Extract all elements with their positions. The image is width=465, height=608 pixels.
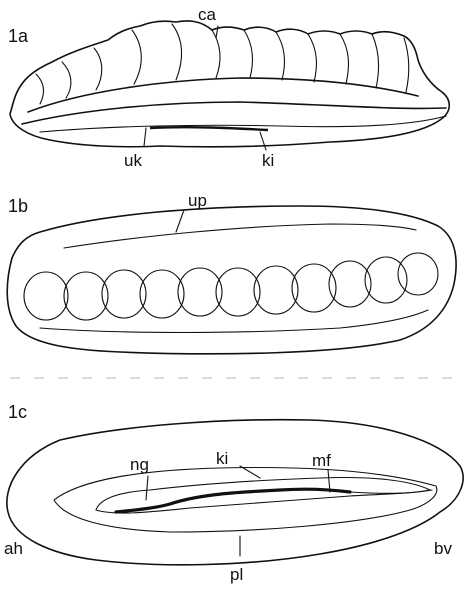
figure-1c: 1c ng ki mf ah bv pl [4,402,463,584]
figure-1a-tag: 1a [8,26,29,46]
fig1a-segment-8 [276,32,284,80]
figure-1a: 1a ca uk ki [8,5,449,170]
figure-1b-tag: 1b [8,196,28,216]
fig1a-segment-10 [340,34,348,84]
fig1c-label-pl: pl [230,565,243,584]
fig1c-leader-ng [146,476,148,500]
fig1b-upper-line [64,224,416,248]
fig1b-label-up: up [188,191,207,210]
fig1c-keel-line [350,490,432,493]
fig1a-label-ki: ki [262,151,274,170]
fig1a-segment-1 [36,74,43,104]
fig1b-segment-row [24,253,438,320]
fig1b-segment [64,272,108,320]
figure-1c-tag: 1c [8,402,27,422]
fig1a-keel [150,127,268,130]
fig1a-segment-3 [94,48,102,90]
fig1b-segment [216,268,260,316]
fig1b-segment [102,270,146,318]
fig1a-segment-7 [244,30,252,78]
fig1a-segment-11 [372,34,379,88]
fig1a-segment-12 [404,38,409,92]
figure-1b: 1b up [7,191,456,354]
fig1c-label-bv: bv [434,539,452,558]
fig1b-segment [254,266,298,314]
fig1a-label-uk: uk [124,151,142,170]
fig1c-inner-outline [54,468,437,532]
fig1a-label-ca: ca [198,5,217,24]
fig1b-leader-up [176,210,184,232]
fig1a-leader-ki [260,132,266,150]
fig1c-label-mf: mf [312,451,331,470]
fig1c-label-ki: ki [216,449,228,468]
fig1c-label-ng: ng [130,455,149,474]
fig1b-lower-line [40,310,428,333]
fig1a-leader-uk [144,128,146,146]
fig1c-label-ah: ah [4,539,23,558]
fig1a-band-lower [22,102,446,124]
fig1a-segment-9 [308,34,316,82]
fig1c-keel-groove [116,489,350,512]
fig1b-segment [140,270,184,318]
fig1b-segment [398,253,438,295]
fig1a-segment-2 [62,62,71,98]
fig1b-segment [178,268,222,316]
fig1b-segment [24,272,68,320]
fig1a-segment-5 [172,24,182,80]
fig1a-segment-4 [132,30,141,84]
